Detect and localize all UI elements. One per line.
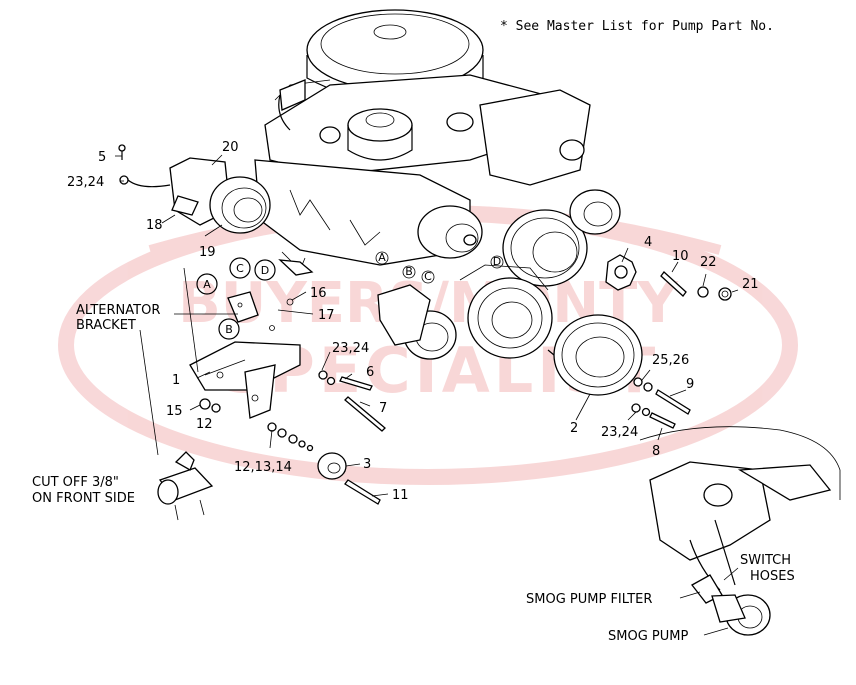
leader-lines [115, 154, 739, 636]
callout-6: 6 [366, 365, 374, 380]
callout-7: 7 [379, 401, 387, 416]
switch-hoses-label-line2: HOSES [750, 569, 795, 584]
engine-block [254, 9, 621, 360]
hub-part-4 [605, 254, 637, 291]
callout-21: 21 [742, 277, 759, 292]
callout-19: 19 [199, 245, 216, 260]
cutoff-label-line2: ON FRONT SIDE [32, 491, 135, 506]
pump-assembly-parts-18-19-20 [118, 144, 271, 234]
circle-letter-b: B [218, 318, 240, 340]
engine-letter-b-text: B [405, 265, 413, 278]
hardware-parts-6-7-15 [199, 370, 386, 432]
callout-11: 11 [392, 488, 409, 503]
engine-letter-c-text: C [424, 270, 432, 283]
circle-letter-a-text: A [203, 278, 211, 291]
smog-pump-filter-label: SMOG PUMP FILTER [526, 592, 652, 607]
callout-12-13-14: 12,13,14 [234, 460, 292, 475]
hardware-parts-11-12-13-14-3 [267, 422, 381, 505]
circle-letter-a: A [196, 273, 218, 295]
callout-23-24-top: 23,24 [67, 175, 104, 190]
master-list-note: * See Master List for Pump Part No. [500, 19, 774, 34]
washer-part-22 [697, 286, 709, 298]
engine-letter-d-text: D [493, 255, 501, 268]
callout-23-24-right: 23,24 [601, 425, 638, 440]
circle-letter-d-text: D [261, 264, 269, 277]
callout-15: 15 [166, 404, 183, 419]
circle-letter-c-text: C [236, 262, 244, 275]
callout-12: 12 [196, 417, 213, 432]
callout-2: 2 [570, 421, 578, 436]
switch-hoses-label-line1: SWITCH [740, 553, 791, 568]
engine-letter-a: A [375, 251, 389, 265]
alternator-bracket-label-line2: BRACKET [76, 318, 136, 333]
engine-letter-d: D [490, 255, 504, 269]
smog-pump-inset [639, 426, 841, 636]
callout-9: 9 [686, 377, 694, 392]
callout-3: 3 [363, 457, 371, 472]
callout-1: 1 [172, 373, 180, 388]
callout-17: 17 [318, 308, 335, 323]
callout-16: 16 [310, 286, 327, 301]
hardware-parts-8-9-25-26 [631, 377, 691, 429]
engine-letter-a-text: A [378, 251, 386, 264]
callout-23-24-mid: 23,24 [332, 341, 369, 356]
callout-25-26: 25,26 [652, 353, 689, 368]
circle-letter-d: D [254, 259, 276, 281]
circle-letter-b-text: B [225, 323, 233, 336]
alternator-bracket-label-line1: ALTERNATOR [76, 303, 160, 318]
callout-10: 10 [672, 249, 689, 264]
callout-22: 22 [700, 255, 717, 270]
stud-part-10 [660, 271, 687, 297]
smog-pump-label: SMOG PUMP [608, 629, 688, 644]
engine-letter-c: C [421, 270, 435, 284]
cutoff-label-line1: CUT OFF 3/8" [32, 475, 119, 490]
cutoff-detail-tube [157, 451, 214, 521]
callout-4: 4 [644, 235, 652, 250]
circle-letter-c: C [229, 257, 251, 279]
callout-8: 8 [652, 444, 660, 459]
pulley-part-2 [547, 314, 643, 396]
engine-letter-b: B [402, 265, 416, 279]
nut-part-21 [718, 287, 732, 301]
callout-20: 20 [222, 140, 239, 155]
alternator-bracket-part-1 [189, 259, 314, 419]
callout-18: 18 [146, 218, 163, 233]
callout-5: 5 [98, 150, 106, 165]
